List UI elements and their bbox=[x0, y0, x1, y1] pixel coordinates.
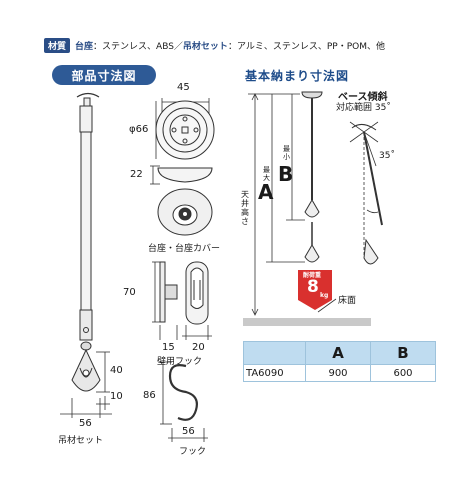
hanger-material-value: ：アルミ、ステンレス、PP・POM、他 bbox=[227, 41, 385, 52]
load-badge-value: 8 bbox=[307, 277, 319, 297]
base-height-label: 22 bbox=[130, 169, 143, 180]
wall-hook-width-label: 20 bbox=[192, 342, 205, 353]
hanger-pole-drawing bbox=[71, 92, 101, 392]
wall-hook-front-view bbox=[182, 261, 212, 340]
hanger-dimensions bbox=[60, 351, 112, 418]
base-top-view bbox=[155, 98, 215, 160]
base-material-label: 台座 bbox=[75, 41, 94, 52]
base-diameter-label: φ66 bbox=[129, 124, 149, 135]
base-side-view bbox=[150, 165, 213, 185]
wall-hook-caption: 壁用フック bbox=[157, 357, 203, 367]
dim-a-label: A bbox=[258, 180, 274, 204]
tilt-label: ベース傾斜 bbox=[338, 92, 388, 103]
floor-label: 床面 bbox=[338, 296, 357, 306]
parts-section-title: 部品寸法図 bbox=[52, 65, 156, 85]
base-cover-view bbox=[157, 188, 213, 236]
spec-header-a: A bbox=[305, 341, 371, 365]
spec-b-cell: 600 bbox=[370, 364, 436, 382]
spec-table: A B TA6090 900 600 bbox=[243, 341, 436, 382]
base-caption: 台座・台座カバー bbox=[148, 244, 221, 254]
wall-hook-depth-label: 15 bbox=[162, 342, 175, 353]
swivel-width-label: 56 bbox=[79, 418, 92, 429]
s-hook-caption: フック bbox=[179, 447, 207, 457]
load-badge bbox=[298, 270, 332, 310]
spec-header-b: B bbox=[370, 341, 436, 365]
load-badge-title: 耐荷重 bbox=[303, 272, 322, 279]
s-hook-width-label: 56 bbox=[182, 426, 195, 437]
spec-table-header: A B bbox=[243, 341, 436, 365]
materials-badge: 材質 bbox=[44, 37, 71, 53]
wall-hook-side-view bbox=[152, 261, 178, 340]
base-width-label: 45 bbox=[177, 82, 190, 93]
dim-b-note: 最小 bbox=[283, 145, 290, 161]
ceiling-height-label: 天井高さ bbox=[241, 190, 249, 226]
swivel-gap-label: 10 bbox=[110, 391, 123, 402]
install-section-title: 基本納まり寸法図 bbox=[245, 69, 350, 83]
dim-b-label: B bbox=[278, 162, 294, 186]
hanger-caption: 吊材セット bbox=[58, 436, 104, 446]
angle-label: 35˚ bbox=[379, 151, 395, 161]
install-diagram bbox=[243, 91, 383, 326]
dim-a-note: 最大 bbox=[263, 166, 270, 182]
wall-hook-height-label: 70 bbox=[123, 287, 136, 298]
swivel-height-label: 40 bbox=[110, 365, 123, 376]
table-row: TA6090 900 600 bbox=[243, 364, 436, 382]
s-hook-height-label: 86 bbox=[143, 390, 156, 401]
spec-header-model bbox=[243, 341, 306, 365]
base-material-value: ：ステンレス、ABS／ bbox=[93, 41, 183, 52]
s-hook-view bbox=[160, 361, 208, 442]
hanger-material-label: 吊材セット bbox=[182, 41, 228, 52]
spec-a-cell: 900 bbox=[305, 364, 371, 382]
tilt-range-label: 対応範囲 35˚ bbox=[336, 103, 391, 113]
materials-line: 材質 台座 ：ステンレス、ABS／ 吊材セット ：アルミ、ステンレス、PP・PO… bbox=[44, 37, 385, 53]
spec-model-cell: TA6090 bbox=[243, 364, 306, 382]
load-badge-unit: kg bbox=[320, 292, 329, 299]
